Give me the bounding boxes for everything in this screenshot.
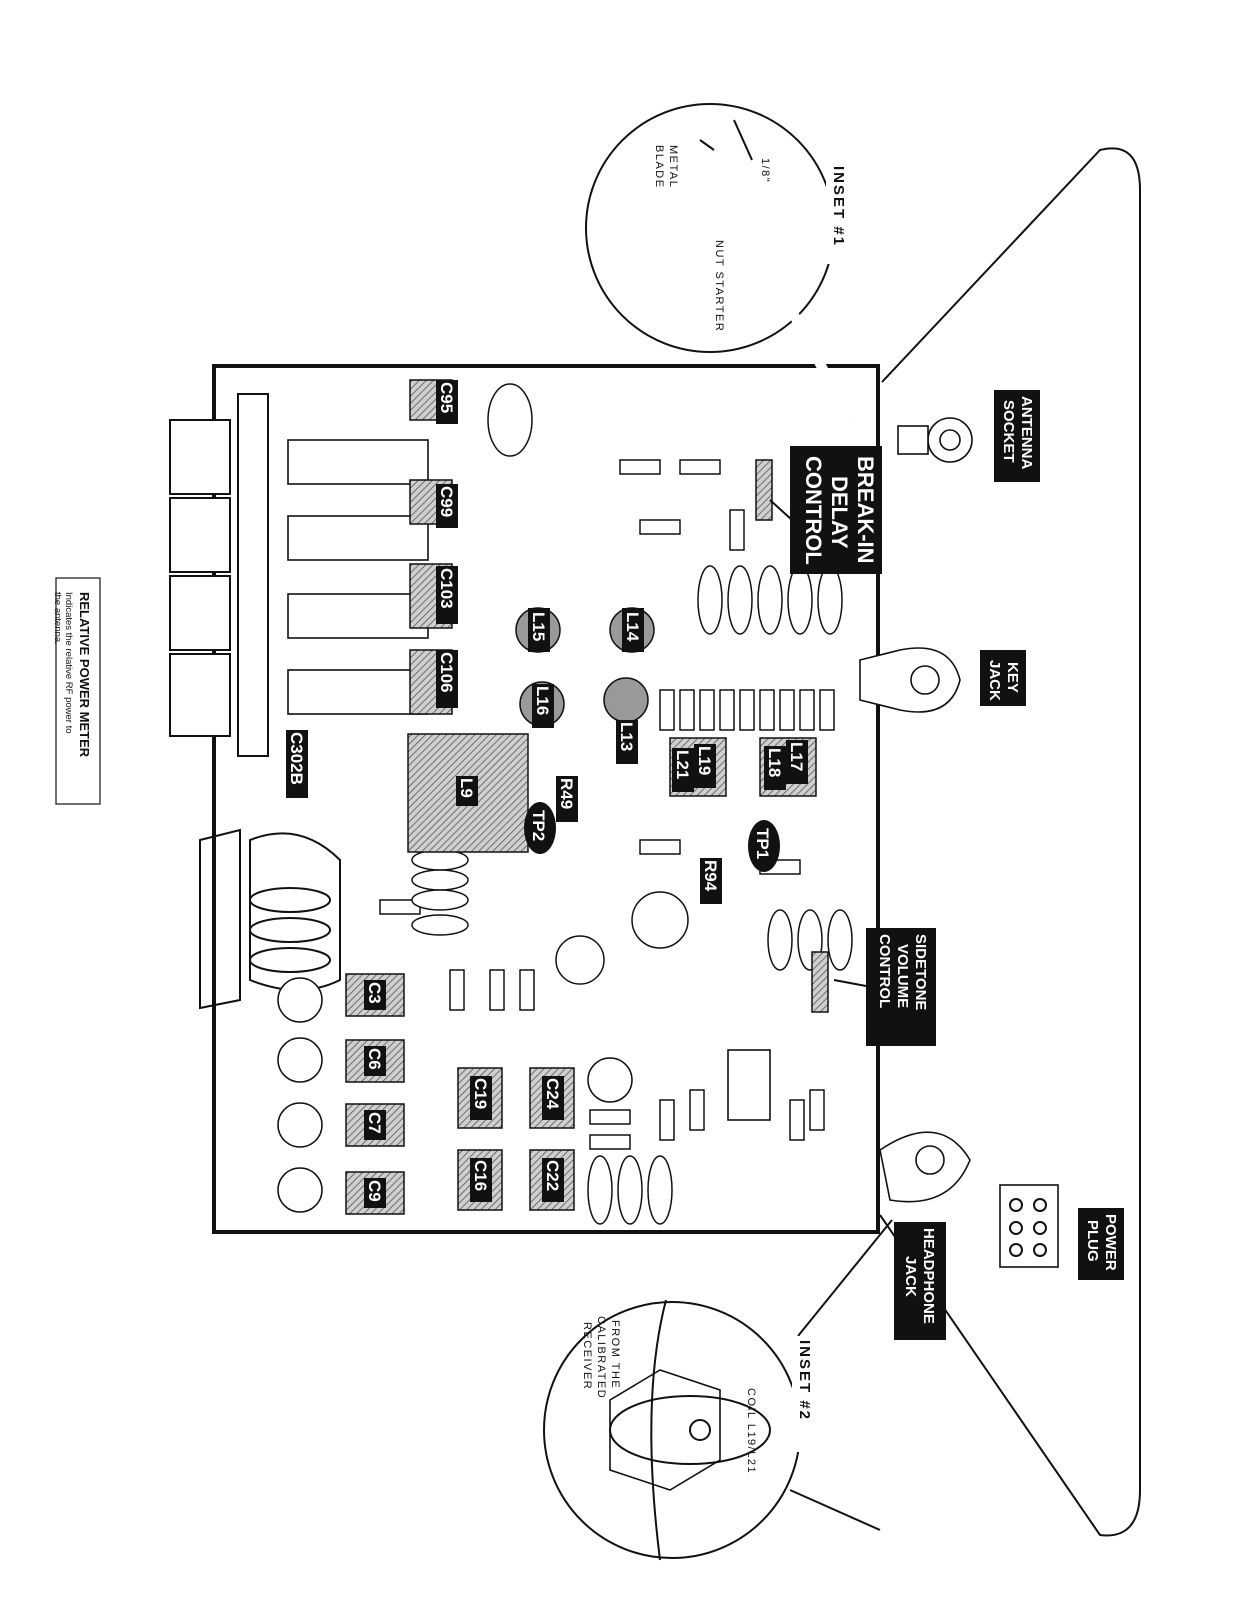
headphone-line2: JACK	[902, 1256, 919, 1297]
key-jack	[859, 647, 961, 713]
headphone-jack	[879, 1131, 971, 1203]
l13-label: L13	[616, 720, 638, 764]
callout-sidetone-volume-control: SIDETONE VOLUME CONTROL	[833, 928, 936, 1046]
c7-label: C7	[364, 1110, 386, 1140]
svg-text:C106: C106	[437, 652, 456, 693]
svg-text:TP1: TP1	[753, 828, 772, 859]
inset-1: INSET #1 METAL BLADE 1/8" NUT STARTER	[585, 103, 855, 423]
svg-text:C95: C95	[437, 382, 456, 413]
svg-text:L13: L13	[617, 722, 636, 751]
svg-text:C7: C7	[365, 1112, 384, 1134]
svg-text:C103: C103	[437, 568, 456, 609]
callout-power-plug: POWER PLUG	[1078, 1208, 1124, 1280]
r49-label: R49	[556, 776, 578, 822]
svg-text:C6: C6	[365, 1048, 384, 1070]
l17-label: L17	[786, 740, 808, 784]
key-line2: JACK	[986, 660, 1003, 701]
antenna-line1: ANTENNA	[1018, 396, 1035, 469]
svg-text:C16: C16	[471, 1160, 490, 1191]
callout-key-jack: KEY JACK	[980, 650, 1026, 706]
svg-text:C19: C19	[471, 1078, 490, 1109]
svg-text:L15: L15	[529, 612, 548, 641]
c9-label: C9	[364, 1178, 386, 1208]
l16-label: L16	[532, 684, 554, 728]
c24-label: C24	[542, 1076, 564, 1120]
inset-2-source-line2: CALIBRATED	[595, 1316, 607, 1399]
break-in-line2: DELAY	[827, 476, 852, 549]
key-line1: KEY	[1004, 662, 1021, 693]
l9-label: L9	[456, 776, 478, 806]
c3-label: C3	[364, 980, 386, 1010]
l15-label: L15	[528, 608, 550, 652]
meter-title: RELATIVE POWER METER	[77, 592, 92, 758]
c95-label: C95	[436, 380, 458, 424]
svg-text:C24: C24	[543, 1078, 562, 1110]
c6-label: C6	[364, 1046, 386, 1076]
svg-text:L14: L14	[623, 612, 642, 642]
r94-label: R94	[700, 858, 722, 904]
inset-1-blade-line1: METAL	[667, 145, 679, 188]
svg-text:L16: L16	[533, 686, 552, 715]
relative-power-meter-note: RELATIVE POWER METER Indicates the relat…	[52, 577, 101, 805]
circuit-board	[169, 364, 880, 1234]
c22-label: C22	[542, 1158, 564, 1202]
svg-text:C99: C99	[437, 486, 456, 517]
svg-text:C22: C22	[543, 1160, 562, 1191]
part-labels: C95 C99 C103 C106 C302B L15 L14 L16 L13 …	[286, 380, 808, 1208]
inset-2-title: INSET #2	[796, 1340, 813, 1421]
c19-label: C19	[470, 1076, 492, 1120]
antenna-socket	[897, 417, 973, 463]
svg-text:TP2: TP2	[529, 810, 548, 841]
power-plug	[999, 1184, 1059, 1268]
l19-label: L19	[694, 744, 716, 788]
antenna-line2: SOCKET	[1000, 400, 1017, 463]
meter-note-line1: Indicates the relative RF power to	[63, 592, 74, 734]
break-in-line1: BREAK-IN	[853, 456, 878, 564]
svg-text:L9: L9	[457, 778, 476, 798]
tp2-label: TP2	[524, 802, 556, 854]
c16-label: C16	[470, 1158, 492, 1202]
meter-note-line2: the antenna.	[52, 592, 63, 645]
inset-1-dimension: 1/8"	[759, 158, 771, 183]
inset-2-source-line3: RECEIVER	[581, 1322, 593, 1390]
c99-label: C99	[436, 484, 458, 528]
callout-break-in-delay-control: BREAK-IN DELAY CONTROL	[769, 446, 882, 574]
l21-label: L21	[672, 748, 694, 792]
headphone-line1: HEADPHONE	[920, 1228, 937, 1324]
l18-label: L18	[764, 746, 786, 790]
svg-text:R49: R49	[557, 778, 576, 809]
svg-text:R94: R94	[701, 860, 720, 892]
inset-2-coil: COIL L19/L21	[745, 1388, 757, 1474]
inset-1-blade-line2: BLADE	[653, 145, 665, 189]
callout-antenna-socket: ANTENNA SOCKET	[994, 390, 1040, 482]
svg-text:L17: L17	[787, 742, 806, 771]
c106-label: C106	[436, 650, 458, 708]
sidetone-line3: CONTROL	[876, 934, 893, 1008]
inset-1-tool: NUT STARTER	[713, 240, 725, 332]
svg-text:C9: C9	[365, 1180, 384, 1202]
svg-text:L21: L21	[673, 750, 692, 779]
c103-label: C103	[436, 566, 458, 624]
c302b-label: C302B	[286, 730, 308, 798]
inset-2: INSET #2 COIL L19/L21 FROM THE CALIBRATE…	[543, 1219, 893, 1561]
inset-1-title: INSET #1	[830, 166, 847, 247]
l14-label: L14	[622, 608, 644, 652]
connectors	[859, 417, 1059, 1268]
power-line1: POWER	[1102, 1214, 1119, 1271]
svg-text:C3: C3	[365, 982, 384, 1004]
power-line2: PLUG	[1084, 1220, 1101, 1262]
callout-headphone-jack: HEADPHONE JACK	[894, 1222, 946, 1340]
break-in-line3: CONTROL	[801, 456, 826, 565]
tp1-label: TP1	[748, 820, 780, 872]
inset-2-source-line1: FROM THE	[609, 1320, 621, 1389]
sidetone-line1: SIDETONE	[912, 934, 929, 1010]
svg-text:L18: L18	[765, 748, 784, 777]
sidetone-line2: VOLUME	[894, 944, 911, 1008]
svg-text:C302B: C302B	[287, 732, 306, 785]
svg-text:L19: L19	[695, 746, 714, 775]
